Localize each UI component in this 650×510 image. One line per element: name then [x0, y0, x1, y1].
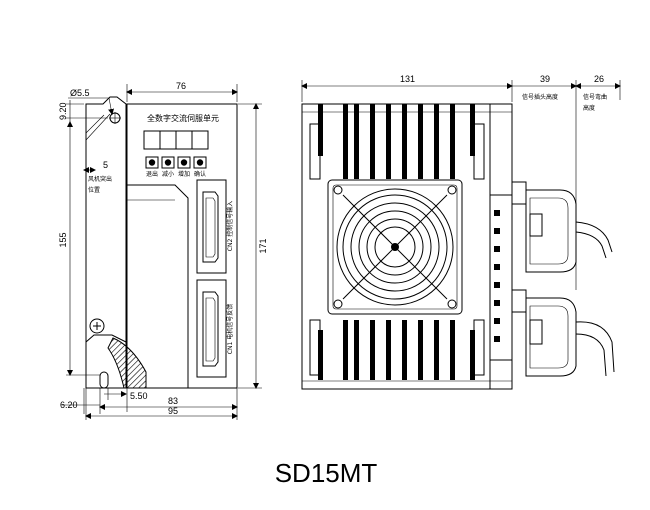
exit-button[interactable] — [145, 156, 159, 169]
mounting-bracket — [85, 96, 127, 389]
button-label-exit: 退出 — [146, 170, 158, 178]
plug-height-note: 信号插头高度 — [522, 93, 558, 101]
dim-mount-height: 155 — [58, 232, 68, 247]
model-title: SD15MT — [275, 458, 378, 488]
decrease-button[interactable] — [161, 156, 175, 169]
dim-hole-dia: Ø5.5 — [70, 88, 90, 98]
terminal-strip — [489, 194, 513, 361]
dim-cable-bend: 26 — [594, 74, 604, 84]
dim-bottom-offset: 6.20 — [60, 400, 78, 410]
cn2-label: CN2 控制信号输入 — [226, 201, 234, 251]
button-label-increase: 增加 — [178, 170, 190, 178]
dim-height: 171 — [258, 238, 268, 253]
front-body — [126, 103, 238, 389]
mount-hole-bottom — [99, 371, 109, 389]
side-view — [301, 103, 615, 390]
fan — [327, 179, 463, 315]
led-display — [143, 130, 209, 150]
front-view: 全数字交流伺服单元 退出 减小 增加 确认 — [85, 96, 238, 389]
cn1-label: CN1 电机信号反馈 — [226, 304, 234, 354]
button-label-decrease: 减小 — [162, 170, 174, 178]
increase-button[interactable] — [177, 156, 191, 169]
dim-plug-height: 39 — [540, 74, 550, 84]
ground-screw — [89, 318, 105, 334]
fan-note-line2: 位置 — [88, 186, 100, 194]
front-dimensions: 76 Ø5.5 9.20 5 风机突出 位置 155 171 6.20 5 — [58, 81, 268, 420]
dim-width: 76 — [176, 81, 186, 91]
dim-depth-total: 95 — [168, 406, 178, 416]
heatsink-fins — [309, 104, 485, 380]
fan-note-line1: 风机突出 — [88, 175, 112, 183]
dim-depth-inner: 83 — [168, 396, 178, 406]
button-label-confirm: 确认 — [194, 170, 206, 178]
dim-fan-offset: 5 — [103, 160, 108, 170]
cn2-connector: CN2 控制信号输入 — [196, 179, 234, 274]
dim-hole-edge: 5.50 — [130, 391, 148, 401]
cable-bend-note-2: 高度 — [583, 104, 595, 112]
side-dimensions: 131 39 信号插头高度 26 信号弯曲 高度 — [301, 74, 621, 290]
cn1-connector: CN1 电机信号反馈 — [196, 279, 234, 378]
dim-body-width: 131 — [400, 74, 415, 84]
panel-title: 全数字交流伺服单元 — [147, 113, 219, 123]
button-row: 退出 减小 增加 确认 — [145, 156, 207, 178]
cable-bend-note-1: 信号弯曲 — [583, 93, 607, 101]
signal-plug-bottom — [511, 289, 615, 377]
signal-plug-top — [511, 181, 613, 273]
dim-top-offset: 9.20 — [58, 102, 68, 120]
confirm-button[interactable] — [193, 156, 207, 169]
